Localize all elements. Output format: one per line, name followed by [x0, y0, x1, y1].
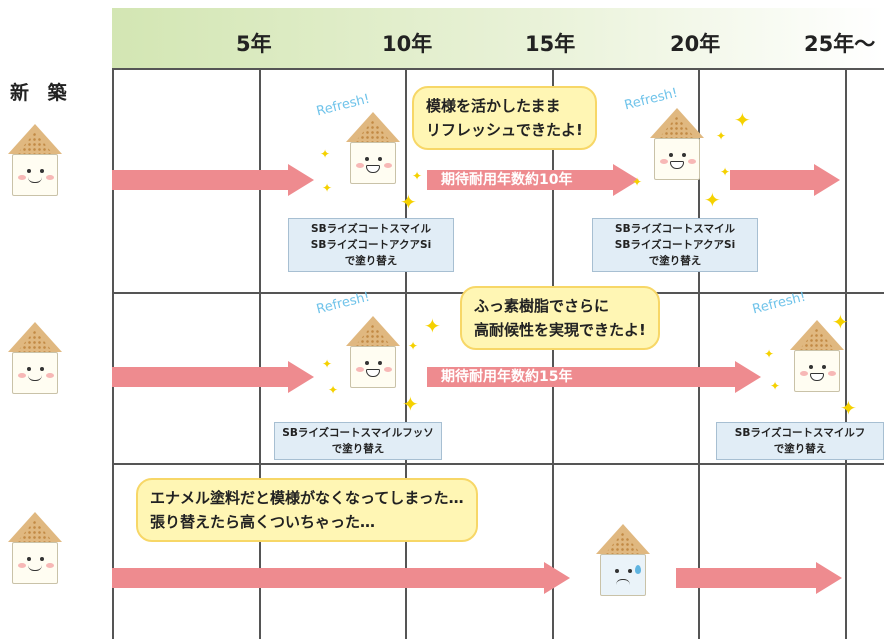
sparkle-icon: ✦ — [840, 396, 857, 420]
bubble-line: 張り替えたら高くついちゃった… — [150, 513, 376, 531]
grid-line-10 — [405, 68, 407, 639]
house-happy-refreshed — [346, 112, 400, 184]
speech-bubble: エナメル塗料だと模様がなくなってしまった… 張り替えたら高くついちゃった… — [136, 478, 478, 542]
house-happy-refreshed — [650, 108, 704, 180]
sparkle-icon: ✦ — [320, 147, 331, 161]
note-line: で塗り替え — [344, 255, 398, 267]
timeline-arrow — [112, 164, 314, 196]
speech-bubble: 模様を活かしたまま リフレッシュできたよ! — [412, 86, 597, 150]
year-label-5: 5年 — [236, 32, 272, 56]
note-line: で塗り替え — [648, 255, 702, 267]
refresh-text: Refresh! — [750, 289, 808, 318]
bubble-line: リフレッシュできたよ! — [426, 121, 583, 139]
house-smiling — [8, 124, 62, 196]
grid-line-20 — [698, 68, 700, 639]
year-label-20: 20年 — [670, 32, 721, 56]
sparkle-icon: ✦ — [632, 175, 643, 189]
bubble-line: ふっ素樹脂でさらに — [474, 297, 610, 315]
note-line: SBライズコートアクアSi — [614, 239, 736, 251]
timeline-arrow-durability: 期待耐用年数約10年 — [427, 164, 639, 196]
sparkle-icon: ✦ — [400, 190, 417, 214]
sparkle-icon: ✦ — [764, 347, 775, 361]
product-note: SBライズコートスマイル SBライズコートアクアSi で塗り替え — [288, 218, 454, 272]
sparkle-icon: ✦ — [720, 165, 731, 179]
note-line: SBライズコートスマイルフ — [734, 427, 866, 439]
grid-line-25 — [845, 68, 847, 639]
sparkle-icon: ✦ — [412, 169, 423, 183]
grid-top-line — [112, 68, 884, 70]
bubble-line: 高耐候性を実現できたよ! — [474, 321, 646, 339]
sparkle-icon: ✦ — [322, 181, 333, 195]
new-build-label: 新 築 — [10, 82, 73, 104]
durability-label: 期待耐用年数約15年 — [441, 369, 573, 385]
year-label-10: 10年 — [382, 32, 433, 56]
timeline-header-band — [112, 8, 884, 68]
timeline-arrow-durability: 期待耐用年数約15年 — [427, 361, 761, 393]
year-label-15: 15年 — [525, 32, 576, 56]
bubble-line: 模様を活かしたまま — [426, 97, 561, 115]
grid-line-start — [112, 68, 114, 639]
sparkle-icon: ✦ — [832, 310, 849, 334]
grid-row-divider — [112, 463, 884, 465]
sparkle-icon: ✦ — [734, 108, 751, 132]
timeline-arrow — [112, 361, 314, 393]
year-label-25: 25年〜 — [804, 32, 876, 56]
sparkle-icon: ✦ — [408, 339, 419, 353]
timeline-arrow — [730, 164, 840, 196]
sparkle-icon: ✦ — [402, 392, 419, 416]
sparkle-icon: ✦ — [322, 357, 333, 371]
timeline-arrow — [112, 562, 570, 594]
house-smiling — [8, 512, 62, 584]
sparkle-icon: ✦ — [424, 314, 441, 338]
note-line: SBライズコートスマイルフッソ — [282, 427, 434, 439]
product-note: SBライズコートスマイル SBライズコートアクアSi で塗り替え — [592, 218, 758, 272]
note-line: SBライズコートアクアSi — [310, 239, 432, 251]
sparkle-icon: ✦ — [704, 188, 721, 212]
product-note: SBライズコートスマイルフッソ で塗り替え — [274, 422, 442, 460]
note-line: SBライズコートスマイル — [311, 223, 431, 235]
timeline-arrow — [676, 562, 842, 594]
note-line: SBライズコートスマイル — [615, 223, 735, 235]
house-smiling — [8, 322, 62, 394]
house-happy-refreshed — [790, 320, 844, 392]
sparkle-icon: ✦ — [716, 129, 727, 143]
note-line: で塗り替え — [773, 443, 827, 455]
sparkle-icon: ✦ — [328, 383, 339, 397]
durability-label: 期待耐用年数約10年 — [441, 172, 573, 188]
product-note: SBライズコートスマイルフ で塗り替え — [716, 422, 884, 460]
bubble-line: エナメル塗料だと模様がなくなってしまった… — [150, 489, 464, 507]
house-sad — [596, 524, 650, 596]
refresh-text: Refresh! — [314, 289, 372, 318]
sparkle-icon: ✦ — [770, 379, 781, 393]
grid-line-5 — [259, 68, 261, 639]
grid-line-15 — [552, 68, 554, 639]
note-line: で塗り替え — [331, 443, 385, 455]
speech-bubble: ふっ素樹脂でさらに 高耐候性を実現できたよ! — [460, 286, 660, 350]
house-happy-refreshed — [346, 316, 400, 388]
